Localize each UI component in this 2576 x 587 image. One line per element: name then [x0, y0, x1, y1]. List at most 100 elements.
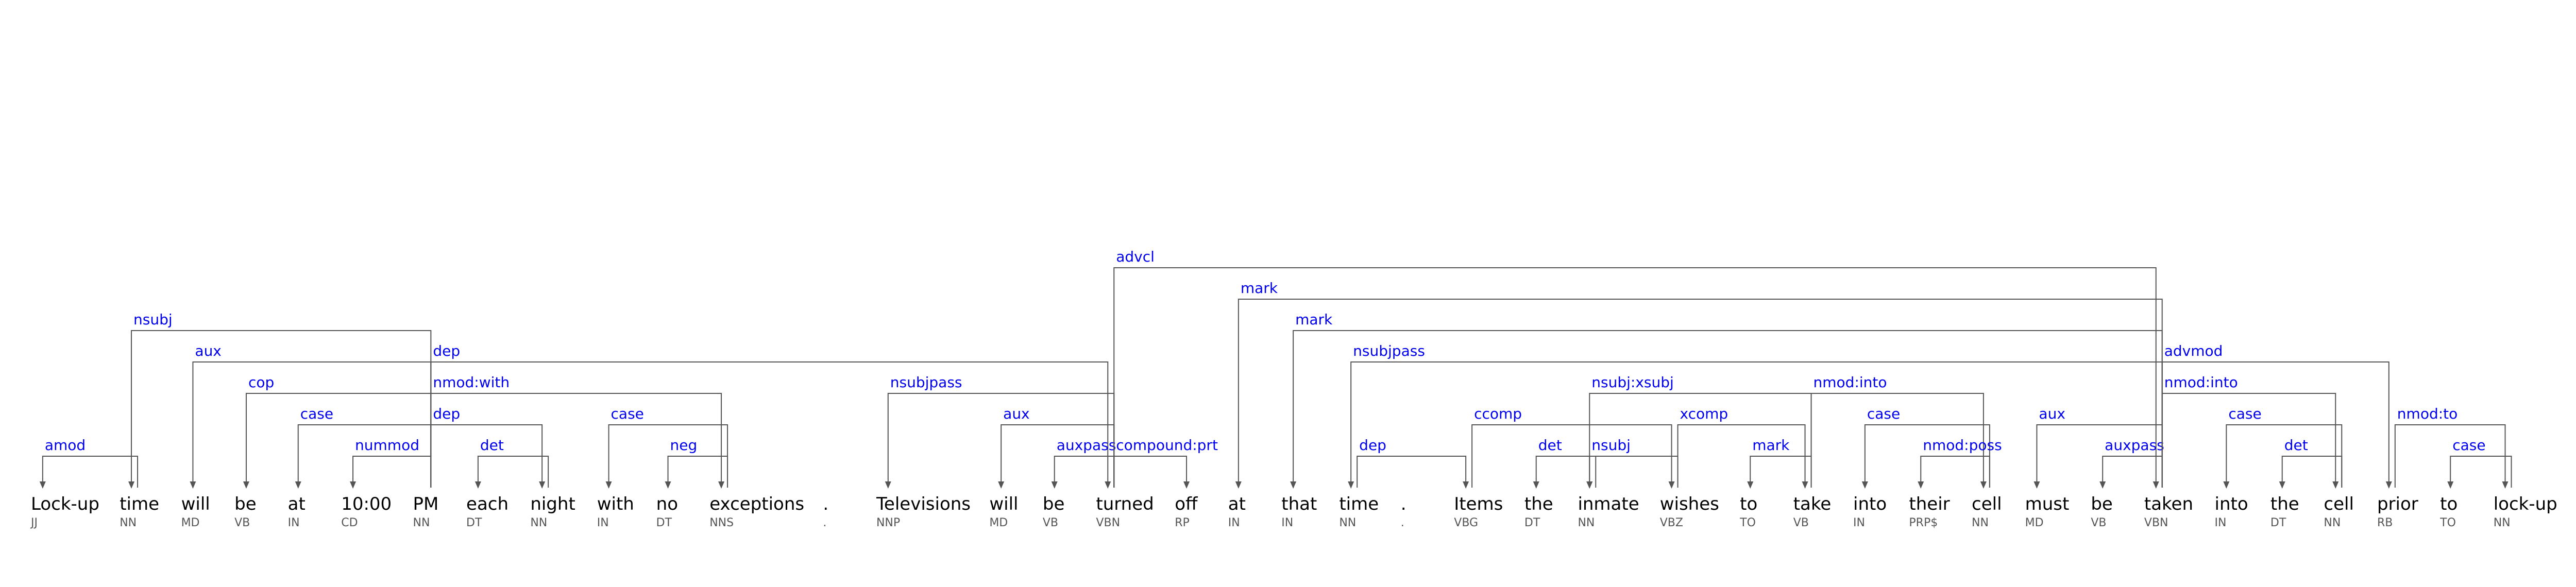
token-word: cell	[1972, 494, 2002, 514]
token-tag: IN	[2215, 516, 2227, 529]
token-tag: VBN	[2144, 516, 2168, 529]
arrowhead-icon	[1183, 481, 1190, 489]
token-word: .	[1401, 494, 1406, 514]
token-word: at	[288, 494, 306, 514]
token-word: each	[466, 494, 509, 514]
token-word: Televisions	[876, 494, 971, 514]
dependency-arc	[1357, 456, 1467, 488]
arrowhead-icon	[2279, 481, 2285, 489]
token-tag: VB	[1043, 516, 1058, 529]
token-word: be	[2091, 494, 2112, 514]
dependency-arc	[131, 330, 432, 488]
token-word: Items	[1454, 494, 1503, 514]
relation-label: nmod:with	[433, 374, 510, 391]
token-tag: MD	[2025, 516, 2044, 529]
relation-label: dep	[1359, 437, 1386, 454]
arrowhead-icon	[2385, 481, 2392, 489]
token-word: with	[597, 494, 634, 514]
dependency-arc	[2102, 456, 2163, 488]
arrowhead-icon	[190, 481, 196, 489]
arrowhead-icon	[1051, 481, 1058, 489]
relation-label: aux	[1003, 405, 1029, 422]
token-word: into	[1853, 494, 1887, 514]
token-word: must	[2025, 494, 2070, 514]
dependency-arc	[2450, 456, 2512, 488]
relation-label: nmod:to	[2397, 405, 2458, 422]
arrowhead-icon	[2223, 481, 2230, 489]
dependency-arc	[1750, 456, 1812, 488]
token-word: be	[1043, 494, 1065, 514]
token-word: inmate	[1578, 494, 1639, 514]
relation-label: nummod	[355, 437, 419, 454]
token-tag: DT	[466, 516, 482, 529]
token-word: be	[234, 494, 257, 514]
token-word: taken	[2144, 494, 2193, 514]
token-word: turned	[1096, 494, 1154, 514]
dependency-arc	[1113, 267, 2157, 488]
relation-label: nmod:poss	[1923, 437, 2002, 454]
relation-label: mark	[1241, 280, 1278, 297]
relation-label: compound:prt	[1116, 437, 1218, 454]
arrowhead-icon	[1802, 481, 1808, 489]
token-word: take	[1793, 494, 1832, 514]
arrowhead-icon	[1463, 481, 1469, 489]
token-tag: MD	[181, 516, 200, 529]
token-tag: NN	[2324, 516, 2341, 529]
arrowhead-icon	[539, 481, 546, 489]
token-word: time	[120, 494, 159, 514]
arrowhead-icon	[2447, 481, 2454, 489]
token-word: prior	[2377, 494, 2418, 514]
token-tag: VBG	[1454, 516, 1478, 529]
token-tag: NN	[120, 516, 137, 529]
relation-label: neg	[670, 437, 698, 454]
arrowhead-icon	[39, 481, 46, 489]
tokens-layer: Lock-upJJtimeNNwillMDbeVBatIN10:00CDPMNN…	[30, 494, 2557, 529]
arrowhead-icon	[243, 481, 249, 489]
token-word: wishes	[1660, 494, 1719, 514]
relation-label: amod	[45, 437, 86, 454]
token-tag: NN	[530, 516, 547, 529]
token-tag: .	[823, 516, 826, 529]
relation-label: ccomp	[1474, 405, 1522, 422]
dependency-arc	[667, 456, 728, 488]
token-word: lock-up	[2494, 494, 2557, 514]
relation-label: det	[1538, 437, 1562, 454]
relation-label: auxpass	[2105, 437, 2164, 454]
arrowhead-icon	[1348, 481, 1354, 489]
token-tag: PRP$	[1909, 516, 1938, 529]
token-word: the	[2270, 494, 2299, 514]
token-word: their	[1909, 494, 1950, 514]
token-tag: DT	[656, 516, 672, 529]
token-word: Lock-up	[31, 494, 99, 514]
arrowhead-icon	[1980, 481, 1987, 489]
dependency-arc	[1113, 456, 1188, 488]
arcs-layer: amodnsubjauxcopcasenummoddepdetdepnmod:w…	[39, 248, 2512, 489]
token-tag: IN	[1853, 516, 1865, 529]
token-tag: VBN	[1096, 516, 1120, 529]
token-word: 10:00	[341, 494, 392, 514]
dependency-arc	[1535, 456, 1597, 488]
token-tag: IN	[288, 516, 300, 529]
token-tag: NN	[1578, 516, 1595, 529]
relation-label: nmod:into	[1814, 374, 1887, 391]
token-word: night	[530, 494, 575, 514]
token-word: no	[656, 494, 678, 514]
relation-label: cop	[248, 374, 274, 391]
arrowhead-icon	[1668, 481, 1675, 489]
token-tag: VB	[2091, 516, 2106, 529]
token-word: to	[2440, 494, 2458, 514]
arrowhead-icon	[128, 481, 135, 489]
arrowhead-icon	[2332, 481, 2339, 489]
arrowhead-icon	[1918, 481, 1924, 489]
arrowhead-icon	[474, 481, 481, 489]
relation-label: case	[1867, 405, 1900, 422]
token-tag: RB	[2377, 516, 2393, 529]
relation-label: nmod:into	[2164, 374, 2238, 391]
token-tag: NNS	[709, 516, 734, 529]
token-word: .	[823, 494, 828, 514]
arrowhead-icon	[350, 481, 357, 489]
token-tag: RP	[1175, 516, 1190, 529]
token-word: into	[2215, 494, 2248, 514]
token-tag: NN	[1972, 516, 1989, 529]
